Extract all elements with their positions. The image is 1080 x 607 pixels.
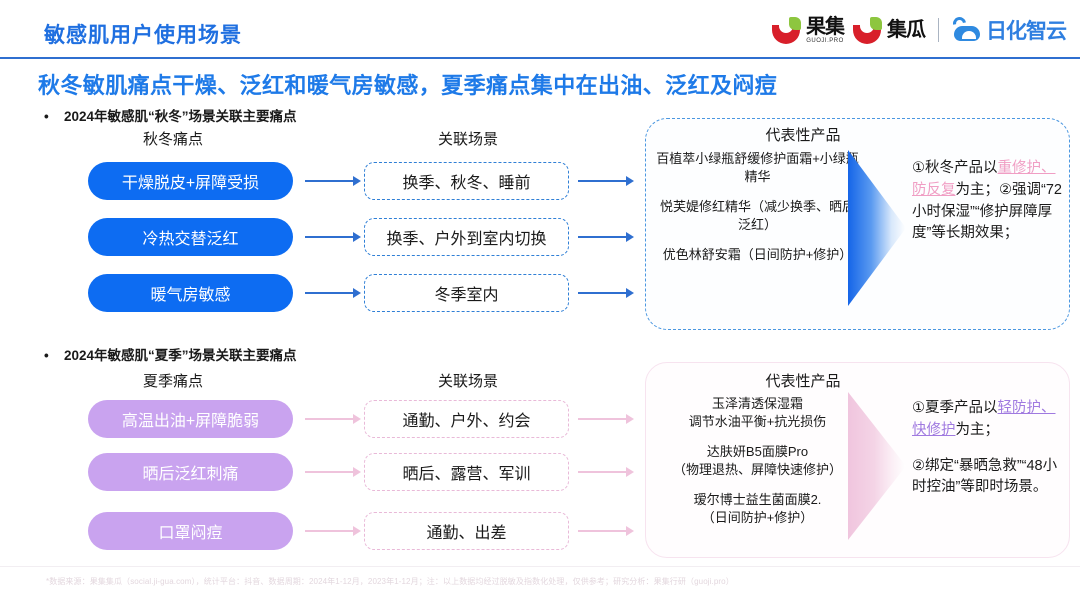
- section-1-scene-2[interactable]: 换季、户外到室内切换: [364, 218, 569, 256]
- section-1-pain-1[interactable]: 干燥脱皮+屏障受损: [88, 162, 293, 200]
- section-2-bullet: • 2024年敏感肌“夏季”场景关联主要痛点: [44, 344, 297, 364]
- section-2-pain-column-header: 夏季痛点: [143, 373, 204, 390]
- swoosh-icon: [853, 16, 883, 44]
- section-1-product-2: 悦芙媞修红精华（减少换季、晒后泛红）: [659, 199, 855, 232]
- guoji-logo-subtext: GUOJI.PRO: [806, 37, 844, 44]
- jigua-logo-text: 集瓜: [887, 19, 926, 41]
- section-2-arrow-5: [578, 467, 634, 477]
- section-1-note-1-pre: ①秋冬产品以: [912, 160, 998, 176]
- section-2-arrow-3: [305, 526, 361, 536]
- section-1-arrow-shape: [848, 150, 906, 306]
- footer-note: *数据来源：果集集瓜（social.ji-gua.com），统计平台：抖音、数据…: [46, 577, 734, 586]
- rihua-zhiyun-logo-text: 日化智云: [986, 20, 1067, 43]
- section-2-pain-2[interactable]: 晒后泛红刺痛: [88, 453, 293, 491]
- jigua-logo: 集瓜: [853, 16, 926, 44]
- section-2-scene-2[interactable]: 晒后、露营、军训: [364, 453, 569, 491]
- section-1-product-list: 百植萃小绿瓶舒缓修护面霜+小绿瓶精华 悦芙媞修红精华（减少换季、晒后泛红） 优色…: [655, 150, 860, 264]
- section-1-note-1-highlight: 重修护、防反复: [912, 160, 1056, 198]
- section-2-product-2: 达肤妍B5面膜Pro （物理退热、屏障快速修护）: [672, 444, 842, 477]
- section-1-note-2: ②强调“72小时保湿”“修护屏障厚度”等长期效果；: [912, 181, 1062, 242]
- section-1-product-1: 百植萃小绿瓶舒缓修护面霜+小绿瓶精华: [656, 151, 859, 184]
- section-1-arrow-5: [578, 232, 634, 242]
- section-2-note-2: ②绑定“暴晒急救”“48小时控油”等即时场景。: [912, 457, 1058, 496]
- section-2-product-3: 瑷尔博士益生菌面膜2. （日间防护+修护）: [693, 492, 822, 525]
- swoosh-icon: [772, 16, 802, 44]
- header-rule: [0, 57, 1080, 59]
- section-2-scene-3[interactable]: 通勤、出差: [364, 512, 569, 550]
- section-2-panel-title: 代表性产品: [765, 373, 841, 390]
- section-2-arrow-shape: [848, 392, 906, 540]
- section-1-note-1-post: 为主；: [955, 181, 1000, 198]
- guoji-logo-text: 果集: [806, 15, 845, 38]
- section-1-arrow-4: [578, 176, 634, 186]
- section-1-bullet-label: 2024年敏感肌“秋冬”场景关联主要痛点: [64, 109, 297, 124]
- section-1-scene-column-header: 关联场景: [438, 131, 499, 148]
- section-2-bullet-label: 2024年敏感肌“夏季”场景关联主要痛点: [64, 348, 297, 363]
- logo-divider: [938, 18, 939, 42]
- section-2-note-1-pre: ①夏季产品以: [912, 400, 998, 416]
- bullet-dot-icon: •: [44, 348, 49, 363]
- section-1-pain-column-header: 秋冬痛点: [143, 131, 204, 148]
- section-2-scene-column-header: 关联场景: [438, 373, 499, 390]
- subtitle: 秋冬敏肌痛点干燥、泛红和暖气房敏感，夏季痛点集中在出油、泛红及闷痘: [38, 73, 778, 98]
- logo-group: 果集 GUOJI.PRO 集瓜 日化智云: [772, 10, 1067, 50]
- section-2-pain-1[interactable]: 高温出油+屏障脆弱: [88, 400, 293, 438]
- section-1-scene-1[interactable]: 换季、秋冬、睡前: [364, 162, 569, 200]
- section-1-arrow-1: [305, 176, 361, 186]
- section-2-notes: ①夏季产品以轻防护、快修护为主； ②绑定“暴晒急救”“48小时控油”等即时场景。: [912, 398, 1064, 499]
- section-1-scene-3[interactable]: 冬季室内: [364, 274, 569, 312]
- section-1-panel-title: 代表性产品: [765, 127, 841, 144]
- section-1-arrow-2: [305, 232, 361, 242]
- section-1-pain-2[interactable]: 冷热交替泛红: [88, 218, 293, 256]
- section-2-note-1-post: 为主；: [955, 421, 1000, 438]
- bullet-dot-icon: •: [44, 109, 49, 124]
- rihua-zhiyun-logo: 日化智云: [950, 14, 1067, 45]
- section-1-arrow-6: [578, 288, 634, 298]
- section-2-arrow-1: [305, 414, 361, 424]
- cloud-hook-icon: [950, 14, 982, 43]
- section-1-bullet: • 2024年敏感肌“秋冬”场景关联主要痛点: [44, 105, 297, 125]
- guoji-logo: 果集 GUOJI.PRO: [772, 15, 845, 44]
- section-2-arrow-2: [305, 467, 361, 477]
- section-1-pain-3[interactable]: 暖气房敏感: [88, 274, 293, 312]
- section-2-product-list: 玉泽清透保湿霜 调节水油平衡+抗光损伤 达肤妍B5面膜Pro （物理退热、屏障快…: [655, 395, 860, 526]
- section-2-arrow-6: [578, 526, 634, 536]
- page-title: 敏感肌用户使用场景: [44, 24, 242, 47]
- section-1-notes: ①秋冬产品以重修护、防反复为主；②强调“72小时保湿”“修护屏障厚度”等长期效果…: [912, 158, 1062, 245]
- section-2-arrow-4: [578, 414, 634, 424]
- section-2-product-1: 玉泽清透保湿霜 调节水油平衡+抗光损伤: [688, 396, 827, 429]
- section-2-pain-3[interactable]: 口罩闷痘: [88, 512, 293, 550]
- header: 敏感肌用户使用场景 果集 GUOJI.PRO 集瓜: [0, 0, 1080, 59]
- section-2-note-1-highlight: 轻防护、快修护: [912, 400, 1056, 438]
- footer-rule: [0, 566, 1080, 567]
- section-1-arrow-3: [305, 288, 361, 298]
- section-1-product-3: 优色林舒安霜（日间防护+修护）: [662, 247, 853, 263]
- section-2-scene-1[interactable]: 通勤、户外、约会: [364, 400, 569, 438]
